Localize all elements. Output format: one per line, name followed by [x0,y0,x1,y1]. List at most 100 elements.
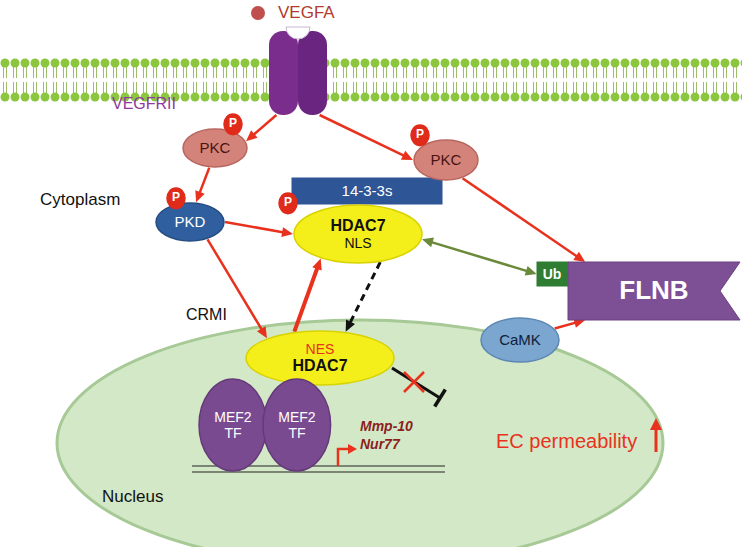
text-group: MEF2 TF [211,409,255,441]
shape-outline [279,193,297,214]
arrow-head [346,320,355,332]
shape-outline [294,205,422,263]
kinase-ellipse: CaMK [480,317,560,363]
node-text: P [172,191,180,205]
node-text: FLNB [619,276,688,306]
ubiquitin-tag: Ub [537,262,568,286]
transcription-factor: MEF2 TF [198,378,268,472]
block-cross [404,372,424,392]
shape-outline [183,129,247,167]
node-text: CaMK [499,331,541,348]
arrow-connector [208,239,267,338]
arrow-head [650,418,662,430]
block-cross [404,372,424,392]
text-label: EC permeability [496,430,637,453]
connector-line [199,168,209,194]
phospho-dot: P [223,113,243,136]
node-shape [293,204,423,264]
hdac-ellipse: NESHDAC7 [245,330,395,386]
text-group: Ub [543,266,562,282]
node-text: 14-3-3s [342,182,393,199]
text-group: NESHDAC7 [292,341,347,375]
shape-outline [246,331,394,385]
shape-outline [411,125,429,146]
shape-outline [537,262,568,286]
arrow-head [525,266,537,276]
arrow-head [422,238,434,248]
text-group: VEGFRII [262,25,334,43]
node-text: MEF2 TF [211,409,255,441]
connector-line [294,267,317,332]
connector-line [463,178,578,257]
inhibition-line [392,368,440,398]
shape-outline [269,27,327,115]
shape-outline [263,379,331,471]
arrow-connector [195,168,209,203]
shape-outline [224,114,242,135]
node-text: NES [306,341,335,357]
text-label: CRMI [186,306,227,324]
arrow-connector [463,178,586,262]
text-group: HDAC7NLS [330,217,385,251]
node-text: HDAC7 [292,357,347,375]
phospho-dot: P [166,187,186,210]
shape-outline [414,140,478,180]
arrow-connector [294,259,321,332]
arrow-head [348,444,357,454]
receptor: VEGFRII [262,25,334,115]
phospho-dot: P [278,192,298,215]
shape-outline [292,178,442,204]
node-text: VEGFRII [112,95,176,113]
shape-outline [199,379,267,471]
text-label: Nur77 [360,436,400,452]
text-group: P [172,191,180,205]
node-text: PKC [200,139,231,156]
adaptor-box: 14-3-3s [292,178,442,204]
kinase-ellipse: PKD [155,202,225,242]
shape-outline [156,203,224,241]
text-group: PKC [200,139,231,156]
connector-line [350,262,381,323]
inhibition-bar [435,390,446,407]
node-text: P [416,128,424,142]
cell-membrane [0,58,742,102]
node-text: Ub [543,266,562,282]
connector-line [225,222,284,232]
node-text: PKD [175,213,206,230]
node-text: HDAC7 [330,217,385,235]
text-group: PKD [175,213,206,230]
text-group: P [229,117,237,131]
phospho-dot: P [410,124,430,147]
text-label: VEGFA [278,3,335,23]
arrow-head [246,130,258,141]
text-label: Cytoplasm [40,190,120,210]
node-text: P [284,196,292,210]
arrow-head [257,326,267,338]
arrow-head [312,259,321,271]
arrow-connector [346,262,381,331]
arrow-head [401,151,413,160]
shape-outline [167,188,185,209]
node-text: Nucleus [102,487,163,507]
arrow-head [195,190,204,202]
transcription-factor: MEF2 TF [262,378,332,472]
text-group: P [284,196,292,210]
ligand-dot [251,6,265,20]
kinase-ellipse: PKC [182,128,248,168]
shape-outline [481,318,559,362]
hdac-ellipse: HDAC7NLS [293,204,423,264]
text-group: FLNB [619,276,688,306]
shape-outline [568,262,740,320]
shape-outline [57,320,663,547]
connector-line [320,115,405,156]
filamin-banner: FLNB [568,262,740,320]
arrow-head [573,252,585,262]
node-text: PKC [431,151,462,168]
arrow-connector [320,115,413,160]
node-text: NLS [344,235,371,251]
connector-line [431,242,528,272]
text-label: Mmp-10 [360,418,413,434]
node-text: MEF2 TF [275,409,319,441]
arrow-connector [422,238,537,276]
node-text: P [229,117,237,131]
